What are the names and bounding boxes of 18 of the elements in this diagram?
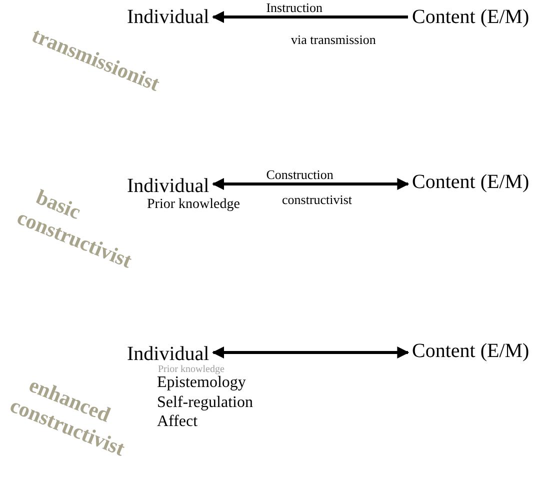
side-note: Prior knowledge [147, 197, 240, 213]
arrow [212, 11, 408, 23]
arrow [212, 178, 410, 190]
node-label: Individual [127, 175, 210, 197]
edge-caption: via transmission [291, 33, 376, 47]
node-label: Individual [127, 6, 210, 28]
edge-label: Construction [265, 168, 334, 182]
side-note: Affect [157, 413, 198, 431]
node-label: Content (E/M) [412, 171, 530, 193]
edge-label: Instruction [265, 1, 324, 15]
side-note: Prior knowledge [158, 364, 224, 376]
node-label: Content (E/M) [412, 340, 530, 362]
node-label: Content (E/M) [412, 6, 530, 28]
arrow [212, 346, 410, 358]
side-note: Epistemology [157, 374, 246, 392]
edge-caption: constructivist [282, 193, 352, 207]
node-label: Individual [127, 343, 210, 365]
side-note: Self-regulation [157, 394, 253, 412]
